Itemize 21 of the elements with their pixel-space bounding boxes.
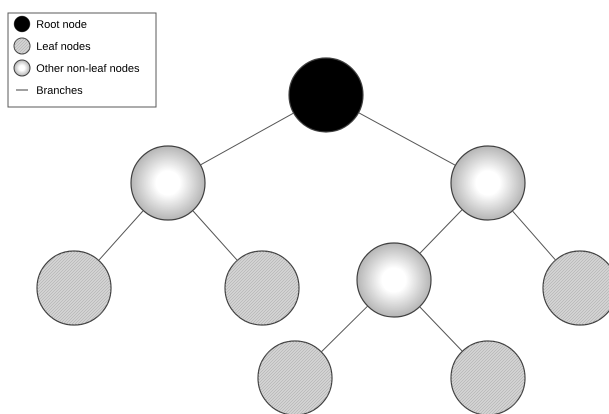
inner-node (450, 145, 526, 221)
inner-node (356, 242, 432, 318)
legend-label: Leaf nodes (37, 42, 90, 50)
branch-line (420, 210, 462, 254)
legend-label: Root node (37, 20, 86, 28)
leaf-node (542, 250, 609, 326)
leaf-node (36, 250, 112, 326)
branch-line (98, 210, 144, 260)
branch-line (420, 306, 462, 352)
branch-line (512, 210, 556, 260)
inner-node (130, 145, 206, 221)
legend-label: Branches (37, 86, 82, 94)
leaf-node (450, 340, 526, 414)
branch-line (358, 112, 456, 166)
branch-line (200, 112, 294, 166)
leaf-node (224, 250, 300, 326)
leaf-node (257, 340, 333, 414)
root-node (288, 57, 364, 133)
branch-line (192, 210, 238, 260)
legend-label: Other non-leaf nodes (36, 64, 140, 72)
branch-line (321, 306, 368, 352)
